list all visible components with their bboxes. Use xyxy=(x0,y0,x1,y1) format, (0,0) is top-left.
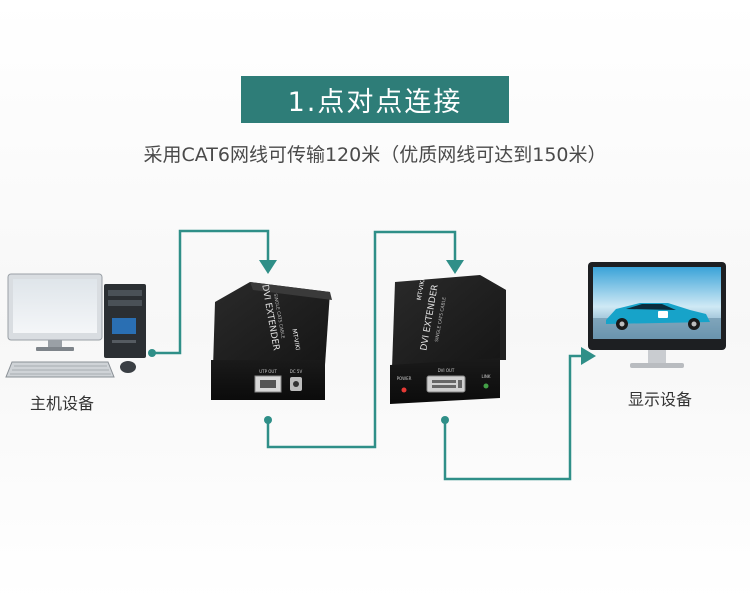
receiver-port-label: DVI OUT xyxy=(438,368,455,373)
receiver-link-label: LINK xyxy=(481,374,490,379)
arrow-down-icon xyxy=(446,260,464,274)
display-device-label: 显示设备 xyxy=(628,386,692,410)
connection-dot xyxy=(264,416,272,424)
power-led-icon xyxy=(402,388,407,393)
link-led-icon xyxy=(484,384,489,389)
receiver-device: POWER DVI OUT LINK DVI EXTENDER SINGLE C… xyxy=(390,275,506,404)
transmitter-power-label: DC 5V xyxy=(290,369,303,374)
connection-dot xyxy=(441,416,449,424)
host-device-label: 主机设备 xyxy=(30,390,94,414)
receiver-power-label: POWER xyxy=(397,376,412,381)
receiver-top xyxy=(392,275,506,368)
arrow-down-icon xyxy=(259,260,277,274)
transmitter-port-label: UTP OUT xyxy=(259,369,277,374)
desktop-computer-icon xyxy=(6,274,146,377)
monitor-car-icon xyxy=(588,262,726,368)
transmitter-device: UTP OUT DC 5V DVI EXTENDER SINGLE CAT5 C… xyxy=(211,280,332,400)
connection-dot xyxy=(148,349,156,357)
